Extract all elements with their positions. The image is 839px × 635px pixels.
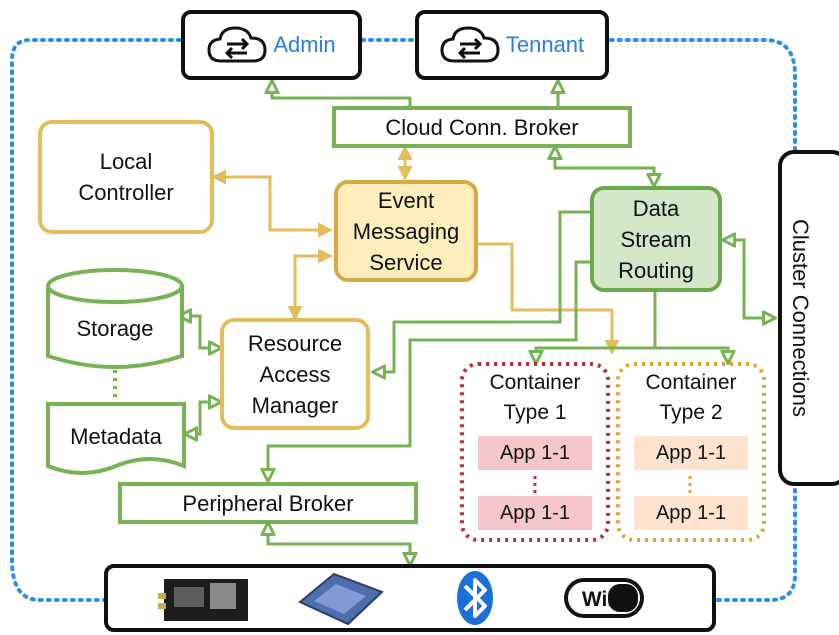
resource-line2: Access [259,361,331,387]
edge-resource-metadata [186,402,220,434]
cluster-connections [778,150,839,486]
edge-event-containers [478,242,620,355]
metadata-node: Metadata [48,418,184,454]
edge-resource-event [287,248,333,321]
hardware-bar [104,564,716,632]
edge-datastream-peripheral [268,260,590,480]
storage-cylinder [46,268,184,369]
event-line1: Event [377,187,435,213]
app-1-1-bottom-type2: App 1-1 [634,496,748,530]
storage-node: Storage [48,310,182,346]
edge-broker-datastream [555,148,654,185]
radio-module-icon [158,579,248,621]
datastream-line3: Routing [618,257,694,283]
peripheral-broker-label: Peripheral Broker [182,490,354,516]
admin-label: Admin [273,32,336,57]
wifi-logo-text: WiFi [582,588,626,611]
datastream-line2: Stream [620,226,692,252]
edge-datastream-resource [374,210,590,372]
datastream-line1: Data [632,195,680,221]
cloud-broker-label: Cloud Conn. Broker [385,114,579,140]
wifi-icon [564,578,644,618]
edge-local-event [211,169,333,238]
app-1-1-top-type1: App 1-1 [478,436,592,470]
local-controller-line1: Local [99,149,153,174]
cluster-connections-label: Cluster Connections [788,218,813,418]
container-type2-frame [616,362,766,542]
edge-peripheral-hardware [268,524,410,564]
container-type1-frame [460,362,610,542]
edge-resource-storage [180,316,220,348]
local-controller: Local Controller [38,120,214,234]
data-stream-routing: Data Stream Routing [590,186,722,292]
resource-line3: Manager [251,392,339,418]
edge-datastream-containers [536,292,657,362]
container-type2-label: Container Type 2 [618,368,764,428]
cluster-boundary [10,38,797,602]
xbee-module-icon [298,572,384,626]
container1-line1: Container [489,371,581,394]
event-line2: Messaging [352,218,460,244]
container2-line1: Container [645,371,737,394]
peripheral-broker: Peripheral Broker [118,482,418,524]
container-type1-label: Container Type 1 [462,368,608,428]
cloud-sync-icon [440,26,500,63]
cloud-conn-broker: Cloud Conn. Broker [332,106,632,148]
resource-line1: Resource [247,330,343,356]
metadata-label: Metadata [70,423,162,449]
local-controller-line2: Controller [78,180,174,205]
tennant-cloud-node: Tennant [415,10,609,80]
container1-line2: Type 1 [503,401,567,424]
container2-line2: Type 2 [659,401,723,424]
app-1-1-bottom-type1: App 1-1 [478,496,592,530]
event-line3: Service [369,249,443,275]
edge-broker-admin [272,82,412,108]
metadata-document [46,402,186,475]
edge-datastream-cluster [724,240,774,318]
app-1-1-top-type2: App 1-1 [634,436,748,470]
cloud-sync-icon [207,26,267,63]
resource-access-manager: Resource Access Manager [220,318,370,430]
storage-label: Storage [76,315,154,341]
tennant-label: Tennant [505,32,585,57]
admin-cloud-node: Admin [181,10,362,80]
bluetooth-icon [457,571,493,625]
event-messaging-service: Event Messaging Service [334,180,478,282]
